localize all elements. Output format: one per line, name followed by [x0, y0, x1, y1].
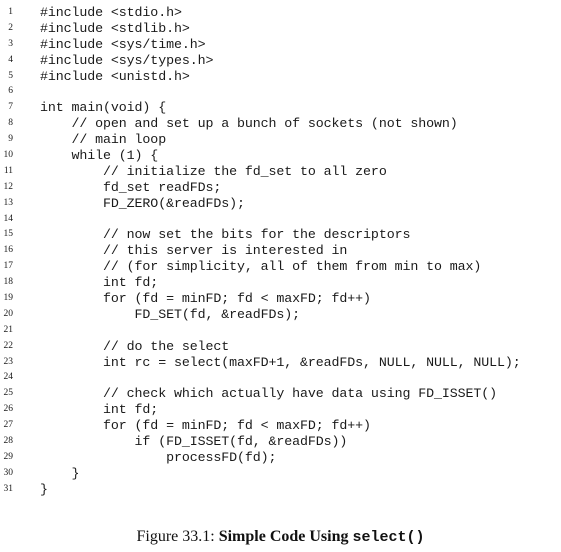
line-code: int fd; [40, 275, 159, 291]
code-line: 17 // (for simplicity, all of them from … [0, 259, 561, 275]
code-line: 4 #include <sys/types.h> [0, 53, 561, 69]
line-code: } [40, 481, 48, 497]
line-code: // now set the bits for the descriptors [40, 227, 411, 243]
line-number: 24 [3, 372, 14, 383]
line-code: } [40, 465, 80, 481]
line-number: 14 [3, 213, 14, 224]
line-number: 20 [3, 308, 14, 319]
code-line: 29 processFD(fd); [0, 450, 561, 466]
code-line: 31} [0, 482, 561, 498]
line-code: // (for simplicity, all of them from min… [40, 259, 482, 275]
line-code: #include <stdlib.h> [40, 20, 190, 36]
line-code: FD_ZERO(&readFDs); [40, 195, 245, 211]
line-number: 5 [8, 70, 13, 81]
code-line: 14 [0, 212, 561, 228]
line-number: 7 [8, 102, 13, 113]
line-number: 25 [3, 388, 14, 399]
line-number: 16 [3, 245, 14, 256]
line-number: 17 [3, 261, 14, 272]
line-code: #include <sys/types.h> [40, 52, 214, 68]
line-number: 21 [3, 324, 14, 335]
code-line: 1 #include <stdio.h> [0, 5, 561, 21]
code-line: 9 // main loop [0, 132, 561, 148]
line-number: 31 [3, 483, 14, 494]
code-line: 19 for (fd = minFD; fd < maxFD; fd++) [0, 291, 561, 307]
line-code: // open and set up a bunch of sockets (n… [40, 116, 458, 132]
code-line: 22 // do the select [0, 339, 561, 355]
caption-code-term: select() [352, 529, 425, 546]
line-code: // check which actually have data using … [40, 386, 498, 402]
code-line: 25 // check which actually have data usi… [0, 386, 561, 402]
line-code: // do the select [40, 338, 230, 354]
line-code: if (FD_ISSET(fd, &readFDs)) [40, 434, 348, 450]
line-number: 22 [3, 340, 14, 351]
line-number: 9 [8, 134, 13, 145]
line-number: 4 [8, 54, 13, 65]
line-code: #include <sys/time.h> [40, 36, 206, 52]
line-number: 6 [8, 86, 13, 97]
code-line: 26 int fd; [0, 402, 561, 418]
line-code: #include <stdio.h> [40, 5, 182, 20]
line-number: 10 [3, 150, 14, 161]
line-number: 27 [3, 420, 14, 431]
line-number: 3 [8, 38, 13, 49]
line-number: 1 [8, 7, 13, 17]
line-code: while (1) { [40, 148, 159, 164]
code-line: 24 [0, 370, 561, 386]
line-code: // initialize the fd_set to all zero [40, 163, 387, 179]
code-line: 28 if (FD_ISSET(fd, &readFDs)) [0, 434, 561, 450]
code-line: 15 // now set the bits for the descripto… [0, 227, 561, 243]
code-line: 8 // open and set up a bunch of sockets … [0, 116, 561, 132]
code-line: 23 int rc = select(maxFD+1, &readFDs, NU… [0, 355, 561, 371]
line-code: int main(void) { [40, 100, 167, 116]
code-line: 16 // this server is interested in [0, 243, 561, 259]
caption-figure-number: Figure 33.1: [136, 528, 219, 545]
line-number: 2 [8, 22, 13, 33]
code-line: 2 #include <stdlib.h> [0, 21, 561, 37]
line-number: 23 [3, 356, 14, 367]
line-code: fd_set readFDs; [40, 179, 222, 195]
line-code: #include <unistd.h> [40, 68, 190, 84]
code-line: 12 fd_set readFDs; [0, 180, 561, 196]
line-number: 15 [3, 229, 14, 240]
line-number: 13 [3, 197, 14, 208]
code-listing: 1#include <stdio.h>2#include <stdlib.h>3… [0, 5, 561, 498]
line-code: // this server is interested in [40, 243, 348, 259]
line-number: 18 [3, 277, 14, 288]
line-code: processFD(fd); [40, 449, 277, 465]
line-code: for (fd = minFD; fd < maxFD; fd++) [40, 418, 371, 434]
code-line: 20 FD_SET(fd, &readFDs); [0, 307, 561, 323]
code-line: 6 [0, 84, 561, 100]
code-line: 21 [0, 323, 561, 339]
line-number: 11 [3, 165, 13, 176]
code-line: 27 for (fd = minFD; fd < maxFD; fd++) [0, 418, 561, 434]
line-number: 12 [3, 181, 14, 192]
figure-caption: Figure 33.1: Simple Code Using select() [0, 526, 561, 549]
code-line: 7 int main(void) { [0, 100, 561, 116]
line-number: 8 [8, 118, 13, 129]
line-number: 28 [3, 436, 14, 447]
line-number: 29 [3, 451, 14, 462]
line-code: int fd; [40, 402, 159, 418]
code-line: 3 #include <sys/time.h> [0, 37, 561, 53]
code-line: 18 int fd; [0, 275, 561, 291]
code-line: 11 // initialize the fd_set to all zero [0, 164, 561, 180]
line-code: // main loop [40, 132, 167, 148]
code-line: 10 while (1) { [0, 148, 561, 164]
code-line: 13 FD_ZERO(&readFDs); [0, 196, 561, 212]
line-number: 19 [3, 293, 14, 304]
caption-title: Simple Code Using [218, 528, 353, 545]
code-line: 30 } [0, 466, 561, 482]
line-number: 26 [3, 404, 14, 415]
code-line: 5 #include <unistd.h> [0, 69, 561, 85]
line-code: FD_SET(fd, &readFDs); [40, 306, 301, 322]
line-code: int rc = select(maxFD+1, &readFDs, NULL,… [40, 354, 521, 370]
line-code: for (fd = minFD; fd < maxFD; fd++) [40, 291, 371, 307]
line-number: 30 [3, 467, 14, 478]
